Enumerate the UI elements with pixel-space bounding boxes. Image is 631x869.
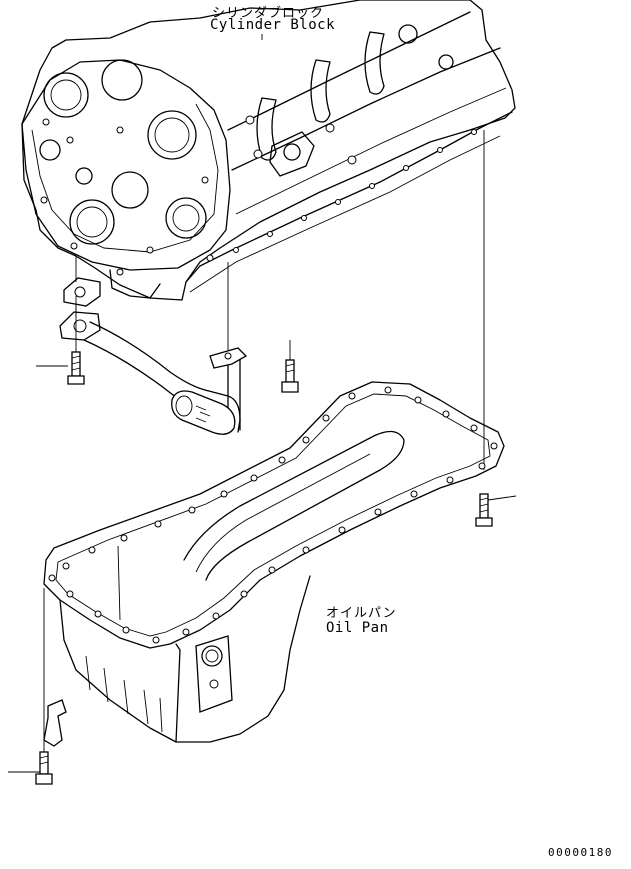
strainer xyxy=(171,390,236,435)
oil-pan-label-jp: オイルパン xyxy=(326,606,397,621)
oil-pan-label-en: Oil Pan xyxy=(326,620,389,636)
cylinder-block xyxy=(21,0,516,301)
pan-bracket xyxy=(43,699,67,747)
drawing-number: 00000180 xyxy=(548,846,613,859)
bolt-middle xyxy=(281,340,299,393)
bolt-left xyxy=(36,296,85,385)
drain-boss xyxy=(195,635,233,713)
oil-pan xyxy=(43,381,505,747)
cylinder-block-label-jp: シリンダブロック xyxy=(212,6,325,21)
oil-pipe-assembly xyxy=(59,256,248,435)
bolt-bottom-left xyxy=(8,588,53,785)
bolt-right xyxy=(475,130,517,527)
cylinder-block-label-en: Cylinder Block xyxy=(210,17,336,33)
